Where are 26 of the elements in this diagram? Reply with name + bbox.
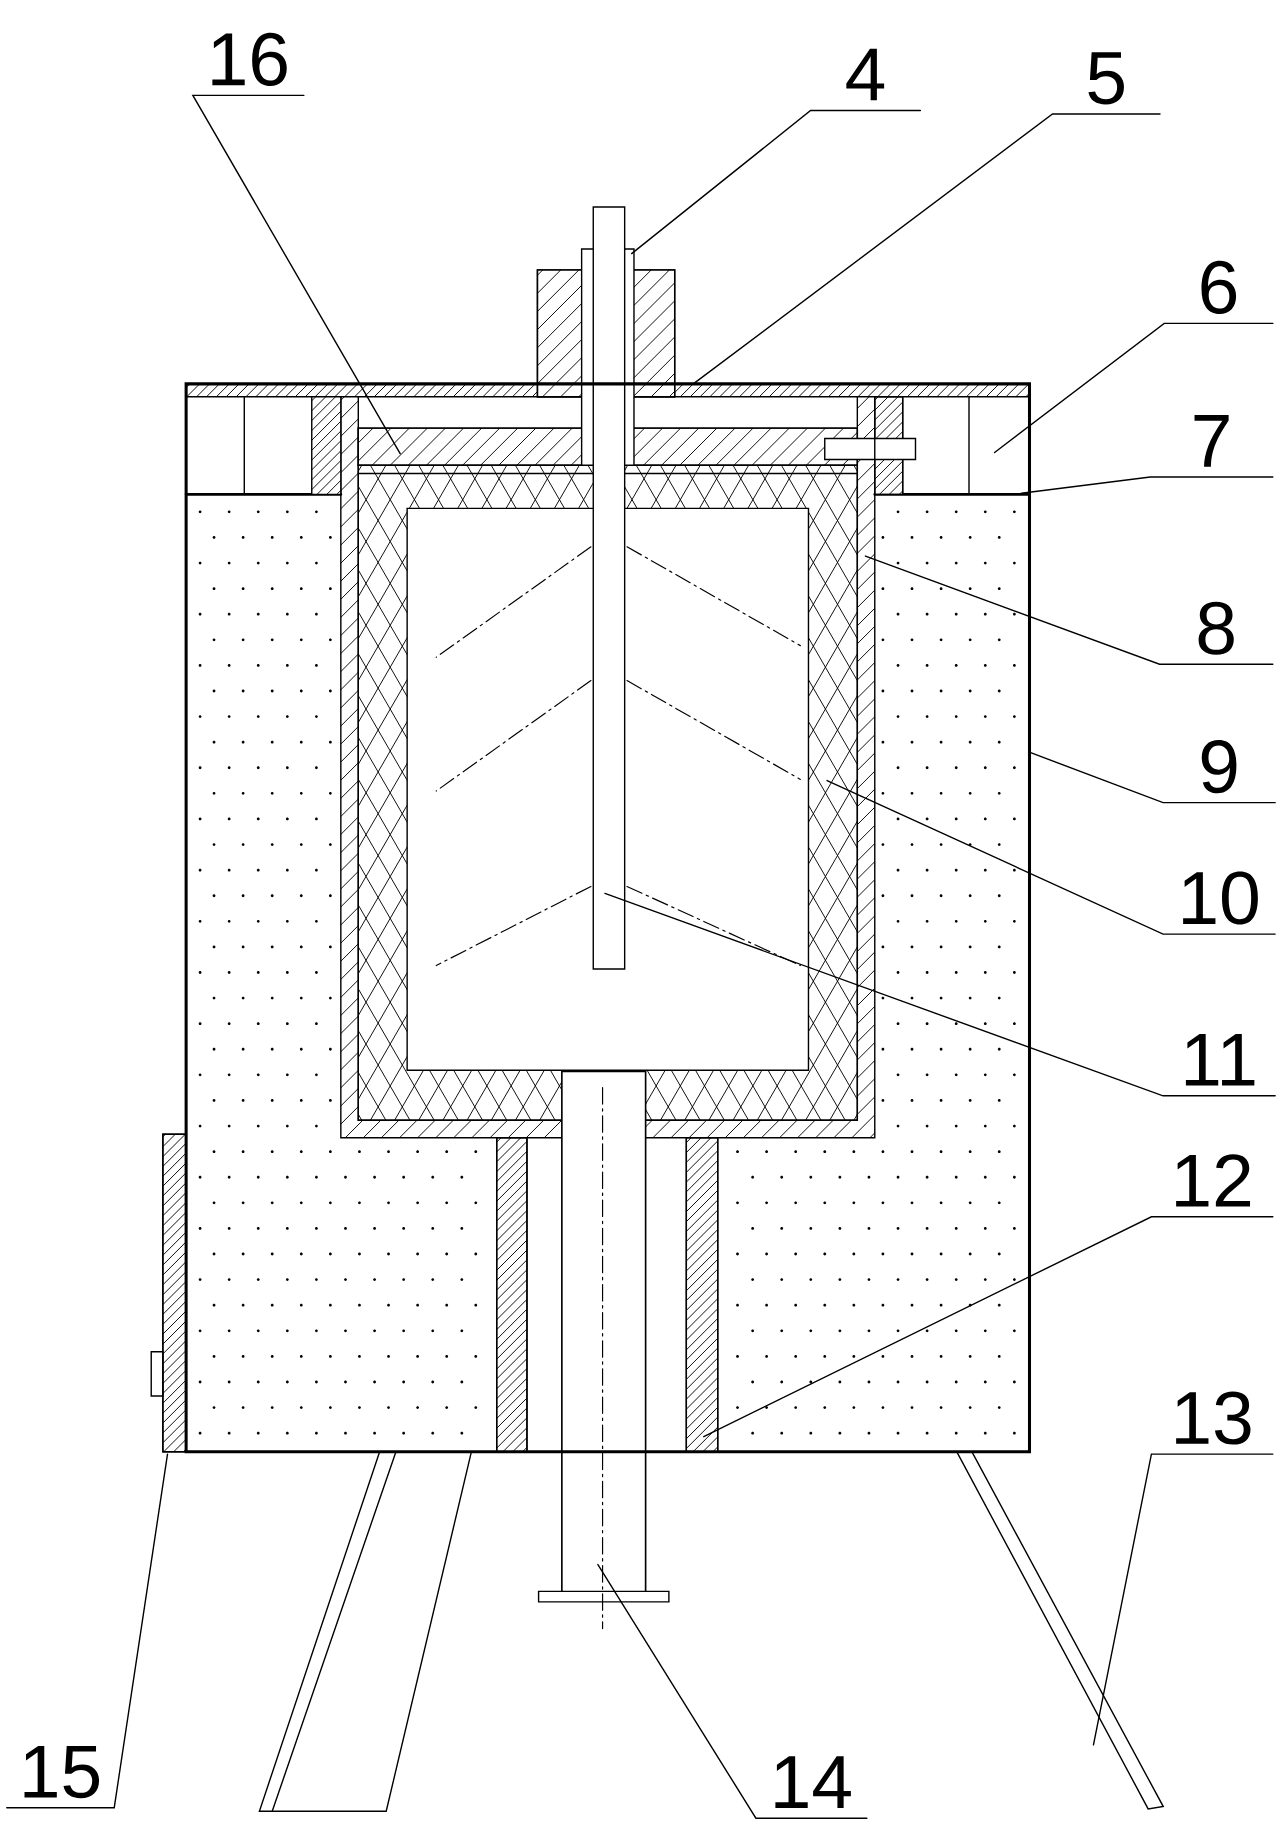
leader-line (1020, 476, 1274, 494)
leader-line (692, 113, 1161, 385)
leader-line (630, 109, 922, 255)
leader-line (993, 322, 1274, 454)
callout-number: 7 (1194, 415, 1229, 467)
callout-number: 10 (1183, 871, 1258, 925)
leader-line (864, 555, 1274, 665)
callout-number: 9 (1201, 740, 1237, 794)
callout-number: 16 (212, 32, 287, 86)
leader-line (6, 1453, 169, 1809)
leader-line (597, 1563, 868, 1819)
leader-line (826, 779, 1276, 935)
callout-number: 13 (1176, 1391, 1251, 1445)
callout-number: 6 (1201, 260, 1237, 314)
leader-line (191, 94, 401, 455)
leader-line (604, 892, 1276, 1097)
callout-number: 8 (1198, 601, 1234, 655)
leader-line (1092, 1453, 1274, 1746)
leader-line (1029, 751, 1276, 804)
callout-number: 4 (846, 48, 885, 101)
leader-line (703, 1216, 1274, 1438)
callout-number: 5 (1088, 52, 1124, 105)
callout-number: 11 (1185, 1034, 1255, 1086)
callout-number: 14 (775, 1756, 851, 1808)
callout-number: 15 (24, 1745, 99, 1799)
callout-number: 12 (1176, 1154, 1250, 1207)
